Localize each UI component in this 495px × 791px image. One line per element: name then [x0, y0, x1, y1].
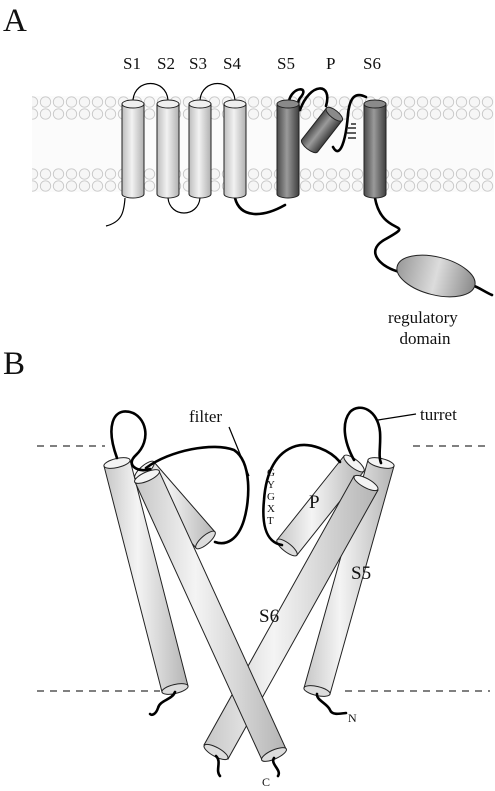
turret-label: turret: [420, 405, 457, 424]
filter-leader: [228, 426, 250, 477]
motif-residue: G: [267, 467, 275, 479]
right-s6-tail: [214, 754, 222, 778]
right-turret-loop: [343, 406, 383, 465]
helix-label-s6: S6: [363, 54, 381, 73]
right-p-helix: [276, 454, 365, 557]
selectivity-motif: G Y G X T: [267, 467, 275, 527]
membrane-boundaries: [37, 445, 490, 692]
left-s5-helix: [103, 457, 189, 695]
motif-residue: G: [267, 491, 275, 503]
regulatory-domain-ellipse: [396, 254, 476, 298]
left-s5-tail: [148, 690, 177, 717]
helix-label-s4: S4: [223, 54, 241, 73]
right-s5-tail: [315, 692, 348, 716]
outer-leaflet: [32, 96, 494, 120]
helix-labels: S1 S2 S3 S4 S5 P S6: [123, 54, 381, 73]
motif-residue: T: [267, 515, 274, 527]
p-helix-label: P: [309, 492, 320, 513]
panel-a-loops: [105, 83, 494, 297]
helix-label-s3: S3: [189, 54, 207, 73]
helix-s4: [223, 99, 247, 199]
helix-s1: [121, 99, 145, 199]
panel-b-loops: [110, 406, 383, 778]
lipid-bilayer: [32, 96, 494, 192]
motif-residue: Y: [267, 479, 275, 491]
inner-leaflet: [32, 168, 494, 192]
panel-b-letter: B: [3, 346, 25, 382]
panel-a-letter: A: [3, 3, 27, 39]
s5-label: S5: [351, 563, 371, 584]
helix-s2: [156, 99, 180, 199]
pore-helix-p: [300, 106, 344, 154]
left-turret-loop: [110, 410, 152, 472]
turret-leader: [377, 413, 417, 421]
helix-label-s2: S2: [157, 54, 175, 73]
helix-s6: [363, 99, 387, 199]
left-filter-loop: [144, 445, 250, 545]
n-terminus-label: N: [348, 711, 357, 725]
filter-label: filter: [189, 407, 222, 426]
left-s6-helix: [134, 469, 287, 762]
helix-label-p: P: [326, 54, 335, 73]
helix-s5: [276, 99, 300, 199]
regulatory-domain-label: regulatory domain: [388, 308, 462, 348]
helix-s3: [188, 99, 212, 199]
c-terminus-label: C: [262, 775, 270, 789]
helix-label-s1: S1: [123, 54, 141, 73]
motif-residue: X: [267, 503, 275, 515]
s6-label: S6: [259, 606, 279, 627]
left-s6-tail: [271, 756, 281, 778]
helix-label-s5: S5: [277, 54, 295, 73]
right-filter-loop: [262, 443, 342, 547]
